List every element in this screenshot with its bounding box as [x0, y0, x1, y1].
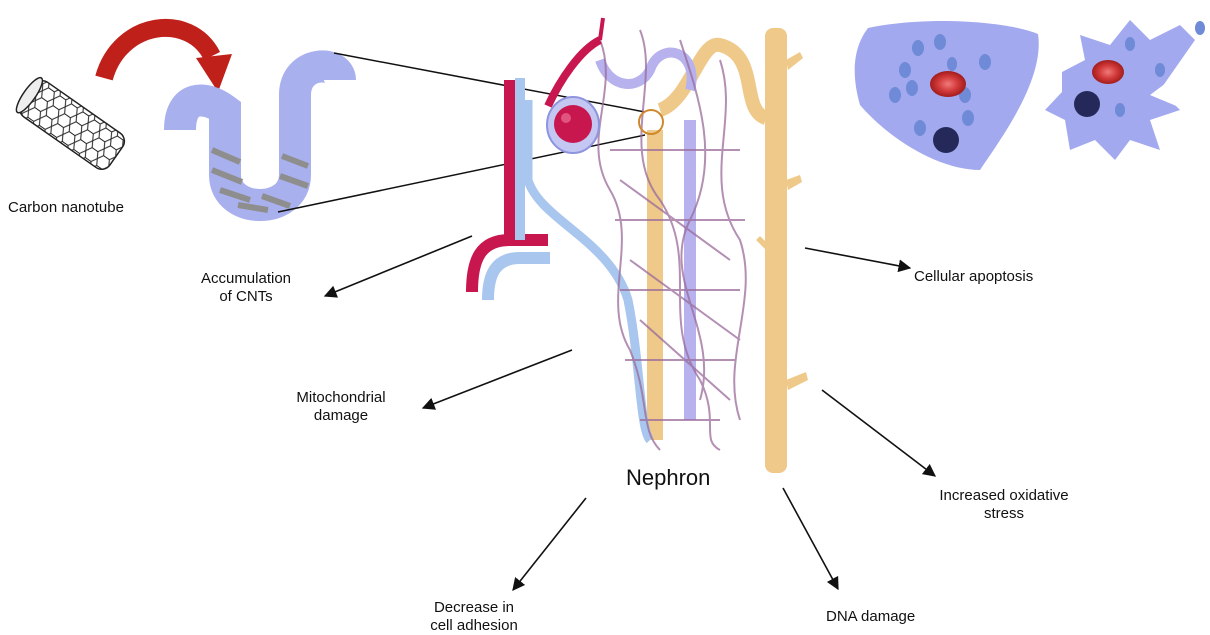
healthy-cell-icon: [855, 21, 1039, 170]
renal-tubule-icon: [180, 66, 340, 210]
label-line: Cellular apoptosis: [914, 268, 1033, 286]
label-line: DNA damage: [826, 608, 915, 626]
label-line: cell adhesion: [418, 617, 530, 635]
label-line: Carbon nanotube: [8, 199, 124, 217]
label-line: Accumulation: [190, 270, 302, 288]
label-dna-damage: DNA damage: [826, 608, 915, 626]
nephron-illustration: [472, 18, 808, 473]
label-cell-adhesion: Decrease in cell adhesion: [418, 599, 530, 635]
arrow-accumulation: [325, 236, 472, 296]
nanotube-icon: [12, 75, 128, 174]
label-cellular-apoptosis: Cellular apoptosis: [914, 268, 1033, 286]
arrow-mitochondrial: [423, 350, 572, 408]
label-line: stress: [924, 505, 1084, 523]
curved-arrow-icon: [104, 28, 232, 92]
label-line: Mitochondrial: [286, 389, 396, 407]
arrow-dna: [783, 488, 838, 589]
apoptotic-cell-icon: [1045, 20, 1210, 160]
label-line: Increased oxidative: [924, 487, 1084, 505]
label-mitochondrial: Mitochondrial damage: [286, 389, 396, 425]
label-line: damage: [286, 407, 396, 425]
label-nephron: Nephron: [626, 465, 710, 491]
label-line: Decrease in: [418, 599, 530, 617]
arrow-apoptosis: [805, 248, 910, 268]
arrow-adhesion: [513, 498, 586, 590]
label-oxidative-stress: Increased oxidative stress: [924, 487, 1084, 523]
label-line: of CNTs: [190, 288, 302, 306]
label-carbon-nanotube: Carbon nanotube: [8, 199, 124, 217]
label-line: Nephron: [626, 465, 710, 491]
arrow-oxidative: [822, 390, 935, 476]
label-accumulation: Accumulation of CNTs: [190, 270, 302, 306]
